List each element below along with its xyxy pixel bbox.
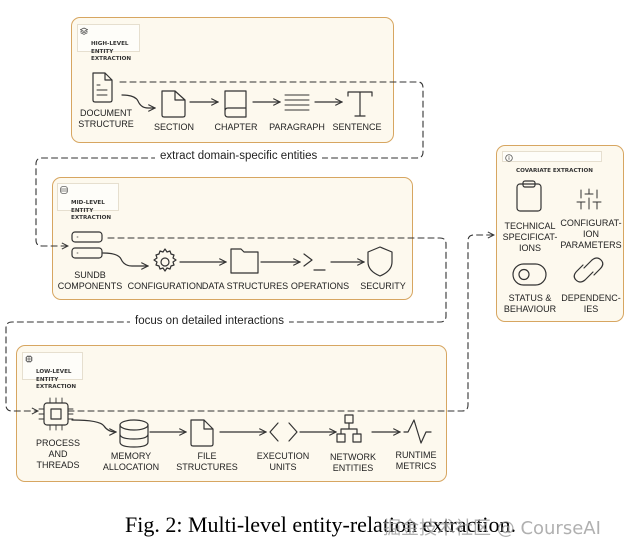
low-level-tag: LOW-LEVEL ENTITY EXTRACTION — [22, 352, 83, 390]
folder-icon — [230, 248, 259, 274]
network-icon — [336, 414, 362, 443]
chip-icon — [25, 355, 33, 363]
connector-label-mid-to-low: focus on detailed interactions — [130, 315, 289, 327]
dashed-flow-mid-to-low — [5, 237, 447, 411]
node-runtime-metrics: RUNTIME METRICS — [395, 450, 437, 471]
node-paragraph: PARAGRAPH — [269, 122, 325, 132]
text-t-icon — [347, 91, 373, 117]
arrow-sundb-configuration — [102, 252, 148, 266]
node-sentence: SENTENCE — [332, 122, 382, 132]
node-configuration: CONFIGURATION — [127, 281, 203, 291]
file-icon — [161, 90, 186, 118]
covariate-tag-text: COVARIATE EXTRACTION — [516, 167, 593, 174]
node-network-entities: NETWORK ENTITIES — [330, 452, 376, 473]
node-file-structures: FILE STRUCTURES — [176, 451, 238, 472]
node-execution-units: EXECUTION UNITS — [256, 451, 310, 472]
connector-label-high-to-mid: extract domain-specific entities — [155, 150, 323, 162]
shield-icon — [367, 246, 393, 277]
node-operations: OPERATIONS — [290, 281, 350, 291]
book-icon — [224, 90, 247, 118]
server-icon — [71, 231, 103, 259]
node-sundb-components: SUNDB COMPONENTS — [57, 270, 123, 291]
terminal-icon — [303, 253, 326, 271]
node-status-behaviour: STATUS & BEHAVIOUR — [503, 293, 557, 314]
node-section: SECTION — [153, 122, 195, 132]
node-data-structures: DATA STRUCTURES — [201, 281, 289, 291]
toggle-icon — [512, 263, 547, 286]
high-level-tag: HIGH-LEVEL ENTITY EXTRACTION — [77, 24, 140, 62]
code-brackets-icon — [269, 422, 298, 442]
node-dependencies: DEPENDENC- IES — [561, 293, 621, 314]
node-technical-specifications: TECHNICAL SPECIFICAT- IONS — [502, 221, 558, 253]
node-memory-allocation: MEMORY ALLOCATION — [102, 451, 160, 472]
file-icon — [190, 419, 214, 447]
arrow-document-section — [121, 94, 155, 108]
sliders-icon — [576, 188, 602, 210]
text-lines-icon — [284, 94, 310, 111]
high-level-tag-text: HIGH-LEVEL ENTITY EXTRACTION — [91, 41, 132, 62]
watermark: 掘金技术社区 @ CourseAI — [383, 518, 601, 539]
layers-icon — [80, 27, 88, 35]
figure-caption: Fig. 2: Multi-level entity-relation extr… — [124, 512, 516, 537]
mid-level-tag-text: MID-LEVEL ENTITY EXTRACTION — [71, 200, 112, 221]
mid-level-tag: MID-LEVEL ENTITY EXTRACTION — [57, 183, 119, 221]
clipboard-icon — [516, 180, 542, 212]
arrow-process-memory — [71, 419, 116, 432]
pulse-icon — [403, 419, 432, 444]
database-icon — [119, 419, 149, 448]
database-icon — [60, 186, 68, 194]
node-configuration-parameters: CONFIGURAT- ION PARAMETERS — [560, 218, 622, 250]
node-document-structure: DOCUMENT STRUCTURE — [78, 108, 134, 129]
dashed-flow-high-to-mid — [35, 81, 424, 246]
cpu-icon — [38, 397, 74, 431]
node-security: SECURITY — [360, 281, 406, 291]
document-icon — [92, 72, 113, 103]
covariate-tag: COVARIATE EXTRACTION — [502, 151, 602, 174]
gear-icon — [153, 248, 177, 272]
link-icon — [573, 257, 604, 283]
node-process-threads: PROCESS AND THREADS — [35, 438, 81, 470]
info-icon — [505, 153, 513, 162]
low-level-panel — [16, 345, 447, 482]
low-level-tag-text: LOW-LEVEL ENTITY EXTRACTION — [36, 369, 77, 390]
node-chapter: CHAPTER — [214, 122, 258, 132]
dashed-flow-low-to-covariate — [67, 235, 494, 412]
covariate-panel — [496, 145, 624, 322]
